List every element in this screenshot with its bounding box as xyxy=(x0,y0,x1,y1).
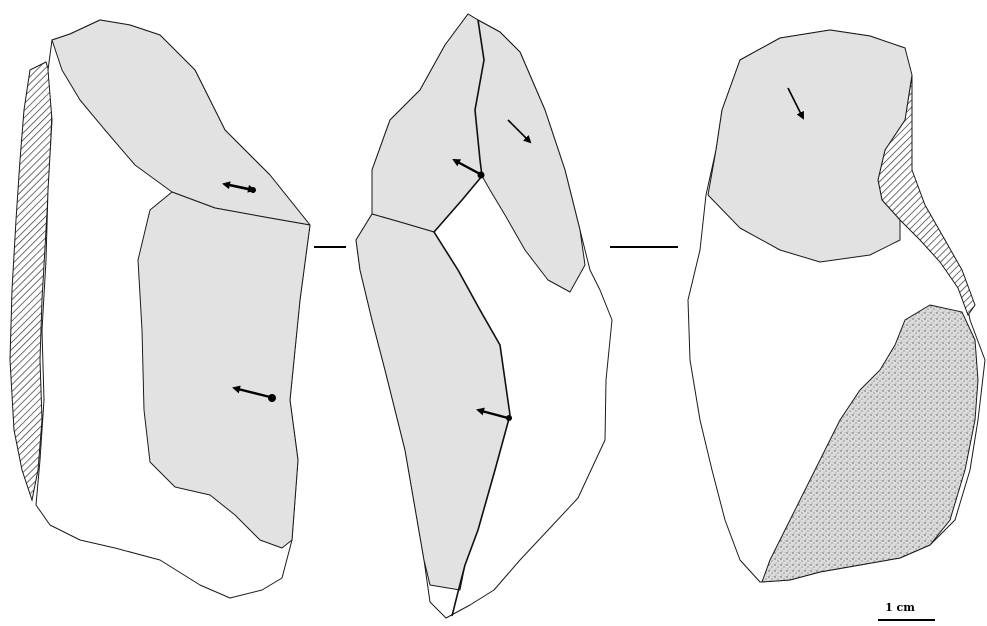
right-view xyxy=(687,29,986,583)
left-upper-arrow-dot xyxy=(250,187,256,193)
left-lower-arrow-dot xyxy=(268,394,276,402)
left-lower-scar xyxy=(137,191,311,549)
scale-bar-label: 1 cm xyxy=(885,601,915,614)
middle-view xyxy=(355,13,613,619)
middle-lower-arrow xyxy=(476,407,509,420)
middle-upper-right-arrow xyxy=(507,119,532,144)
right-upper-arrow xyxy=(787,87,804,120)
left-upper-arrow-back xyxy=(229,183,256,193)
middle-ridge-center xyxy=(474,19,485,177)
middle-upper-left-arrow xyxy=(452,158,481,176)
right-upper-scar xyxy=(707,29,913,263)
middle-lower-arrow-dot xyxy=(506,415,512,421)
middle-ridge-lower xyxy=(433,175,511,617)
right-stippled-cortex xyxy=(761,304,979,583)
left-lower-arrow xyxy=(232,385,271,399)
middle-upper-left-arrow-dot xyxy=(477,171,485,179)
scale-bar: 1 cm xyxy=(878,601,935,621)
left-view xyxy=(9,19,311,599)
